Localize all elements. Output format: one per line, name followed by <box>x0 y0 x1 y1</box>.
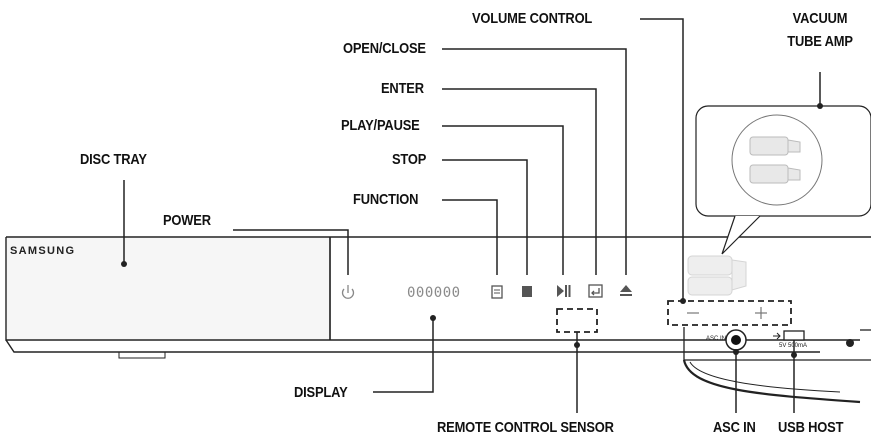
label-vacuum-line1: VACUUM <box>792 10 848 27</box>
plus-icon[interactable] <box>755 307 767 319</box>
label-function: FUNCTION <box>353 191 419 208</box>
vacuum-tube-callout <box>687 105 871 296</box>
label-play-pause: PLAY/PAUSE <box>341 117 420 134</box>
power-icon[interactable] <box>341 285 355 299</box>
port-panel <box>682 327 871 404</box>
label-usb-host: USB HOST <box>778 419 844 436</box>
remote-sensor-box <box>556 308 598 333</box>
label-power: POWER <box>163 212 211 229</box>
label-remote-control-sensor: REMOTE CONTROL SENSOR <box>437 419 614 436</box>
label-disc-tray: DISC TRAY <box>80 151 147 168</box>
front-display: 000000 <box>407 285 461 301</box>
label-volume-control: VOLUME CONTROL <box>472 10 593 27</box>
usb-icon <box>773 332 781 340</box>
leader-dots <box>121 103 823 358</box>
label-open-close: OPEN/CLOSE <box>343 40 426 57</box>
disc-tray-panel <box>7 238 329 339</box>
side-jack <box>846 339 854 347</box>
play-pause-icon[interactable] <box>557 285 571 297</box>
usb-spec-label: 5V 500mA <box>779 343 808 349</box>
label-vacuum-line2: TUBE AMP <box>787 33 853 50</box>
label-stop: STOP <box>392 151 427 168</box>
asc-in-port-label: ASC IN <box>706 336 727 342</box>
label-display: DISPLAY <box>294 384 348 401</box>
function-icon[interactable] <box>491 285 503 299</box>
brand-logo: SAMSUNG <box>10 245 76 257</box>
volume-control-box[interactable] <box>667 300 792 326</box>
enter-icon[interactable] <box>588 284 603 298</box>
label-enter: ENTER <box>381 80 424 97</box>
label-asc-in: ASC IN <box>713 419 756 436</box>
asc-in-jack[interactable] <box>725 329 747 351</box>
stop-icon[interactable] <box>522 286 532 297</box>
eject-icon[interactable] <box>620 285 632 296</box>
usb-port[interactable] <box>783 330 805 341</box>
